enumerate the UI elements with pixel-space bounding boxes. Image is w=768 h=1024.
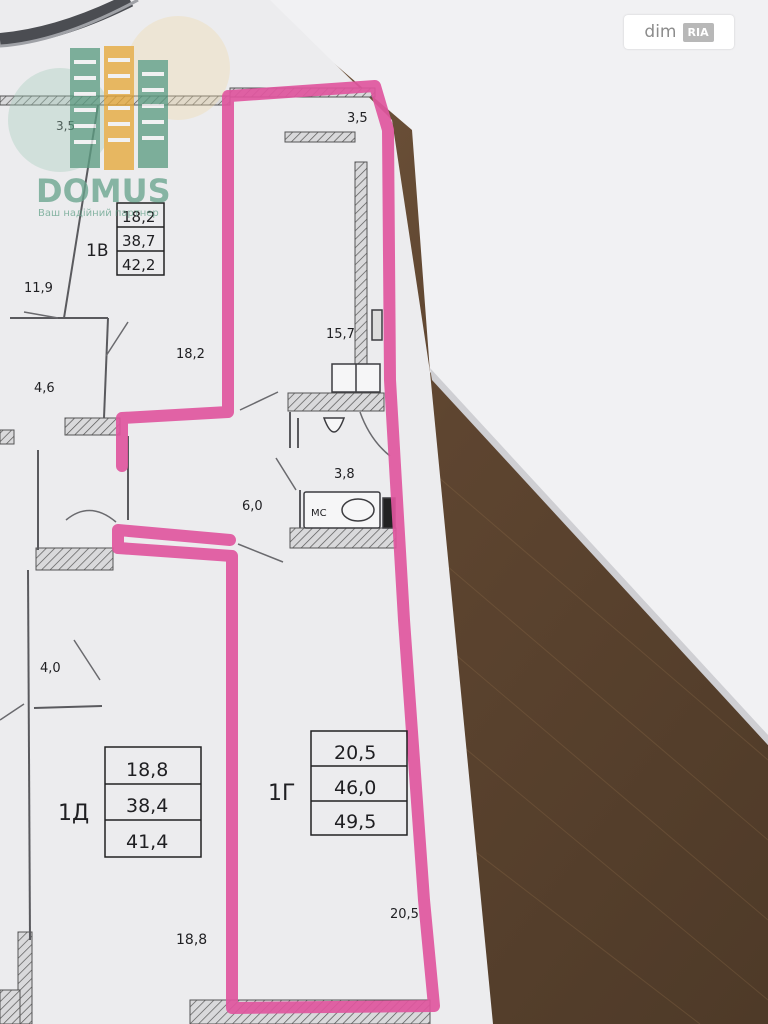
unit-1v-living-area: 18,2 <box>122 208 155 226</box>
paper-sheet-back <box>260 0 768 745</box>
unit-1v-code: 1В <box>86 241 108 261</box>
unit-box-1d <box>104 746 202 858</box>
room-area-label: 18,8 <box>176 932 207 948</box>
unit-1d-usable-area: 38,4 <box>126 795 168 817</box>
ria-text: RIA <box>682 22 714 42</box>
door-swings <box>0 311 391 721</box>
room-area-label: 11,9 <box>24 281 53 296</box>
unit-1g-usable-area: 46,0 <box>334 777 376 799</box>
unit-1d-code: 1Д <box>58 801 89 826</box>
wood-grain <box>429 469 768 1024</box>
room-area-label: 4,6 <box>34 381 55 396</box>
room-area-label: 4,0 <box>40 661 61 676</box>
paper-sheet-edge <box>430 368 768 745</box>
unit-1v-usable-area: 38,7 <box>122 232 155 250</box>
unit-box-1g <box>310 730 408 836</box>
plan-partitions <box>10 104 301 941</box>
domus-building-icon <box>70 46 168 170</box>
unit-1d-living-area: 18,8 <box>126 759 168 781</box>
room-area-label: 6,0 <box>242 499 263 514</box>
bathroom-fixtures <box>303 309 396 529</box>
unit-1g-code: 1Г <box>268 781 295 806</box>
domus-tagline: Ваш надійний партнер <box>38 207 159 219</box>
marker-outline-1g <box>112 80 440 1014</box>
domus-brand-text: DOMUS <box>36 172 171 210</box>
room-area-label: 15,7 <box>326 327 355 342</box>
room-area-label: 20,5 <box>390 907 419 922</box>
dim-text: dim <box>644 22 677 42</box>
binder-ring <box>0 0 134 47</box>
unit-1v-total-area: 42,2 <box>122 256 155 274</box>
bathroom-label: МС <box>311 508 327 519</box>
floor-plan-page <box>0 0 493 1024</box>
unit-box-1v <box>116 202 165 276</box>
room-area-label: 18,2 <box>176 347 205 362</box>
domus-logo: DOMUS Ваш надійний партнер <box>8 16 230 219</box>
dimria-watermark: dim RIA <box>624 15 734 49</box>
room-area-label: 3,8 <box>334 467 355 482</box>
unit-1g-total-area: 49,5 <box>334 811 376 833</box>
unit-1g-living-area: 20,5 <box>334 742 376 764</box>
room-area-label: 3,5 <box>347 111 368 126</box>
unit-1d-total-area: 41,4 <box>126 831 168 853</box>
